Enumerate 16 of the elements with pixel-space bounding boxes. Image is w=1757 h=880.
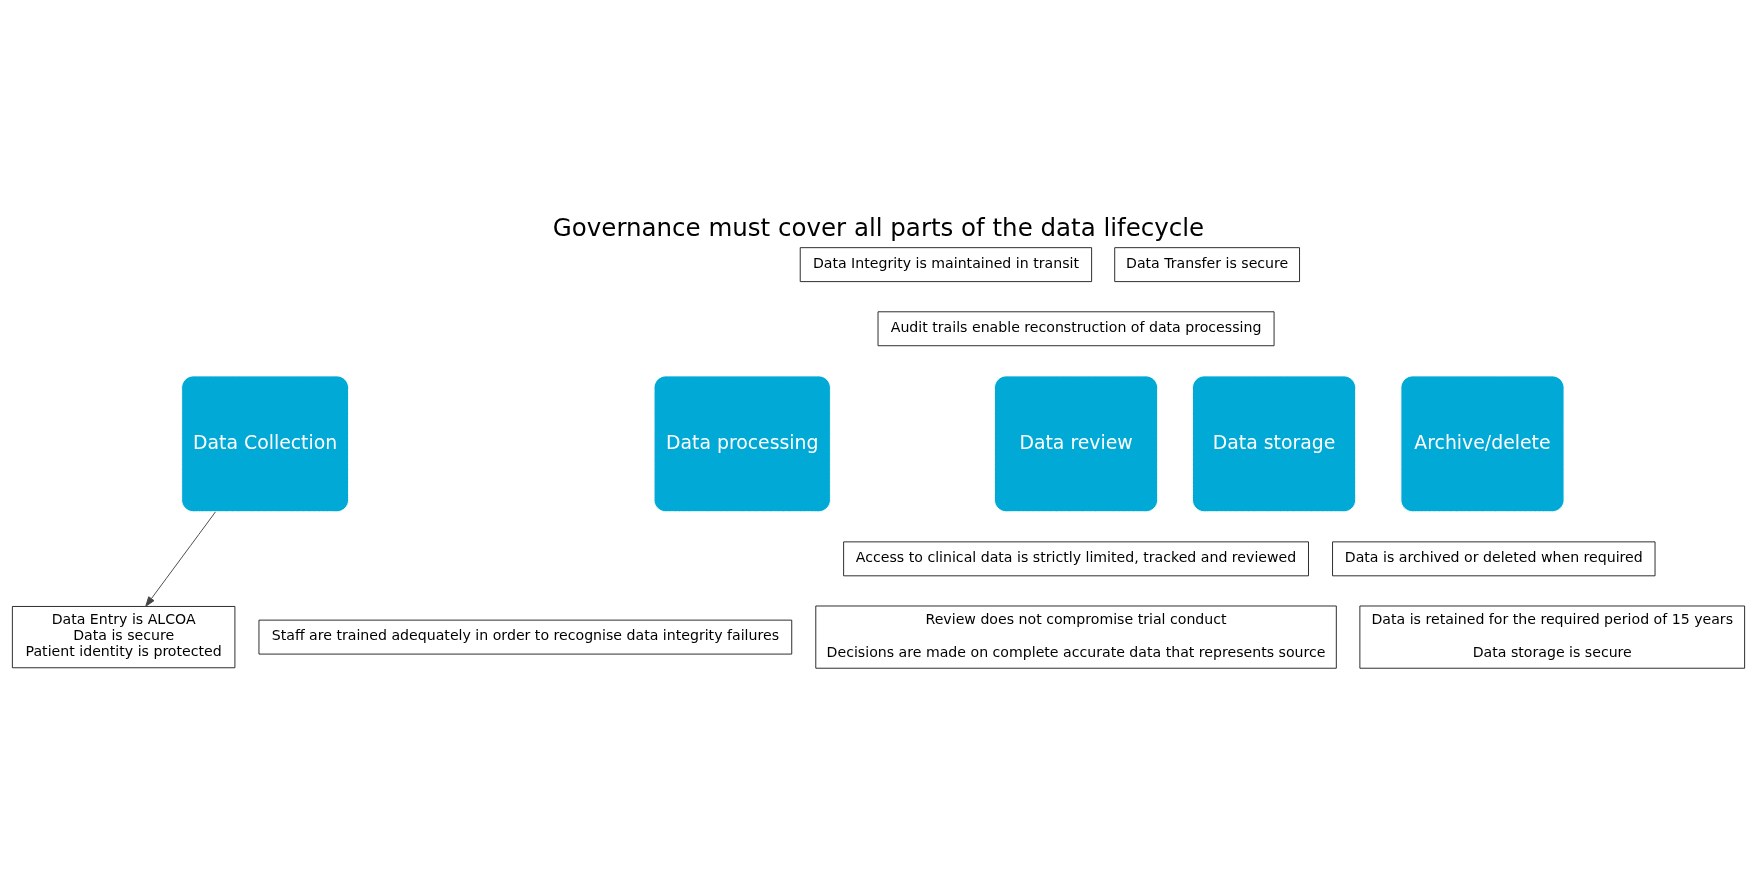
- node-box: Data is archived or deleted when required: [1332, 540, 1656, 576]
- node-box: Access to clinical data is strictly limited, tracked and reviewed: [843, 540, 1309, 576]
- node-box: Data Entry is ALCOA Data is secure Patient identity is protected: [11, 605, 236, 668]
- node-box: Data is retained for the required period of 15 years Data storage is secure: [1359, 605, 1746, 669]
- node-box: Data Transfer is secure: [1114, 246, 1300, 282]
- diagram-title: Governance must cover all parts of the data lifecycle: [552, 212, 1205, 242]
- node-box: Archive/delete: [1400, 374, 1565, 512]
- arrow: [145, 511, 216, 607]
- node-box: Data Integrity is maintained in transit: [799, 246, 1093, 282]
- node-box: Audit trails enable reconstruction of data processing: [877, 310, 1275, 346]
- node-box: Data processing: [653, 374, 831, 512]
- node-box: Data Collection: [181, 374, 350, 512]
- node-box: Data review: [994, 374, 1159, 512]
- node-box: Data storage: [1192, 374, 1357, 512]
- node-box: Staff are trained adequately in order to recognise data integrity failures: [258, 619, 793, 655]
- node-box: Review does not compromise trial conduct Decisions are made on complete accurate data that represents source: [815, 605, 1337, 669]
